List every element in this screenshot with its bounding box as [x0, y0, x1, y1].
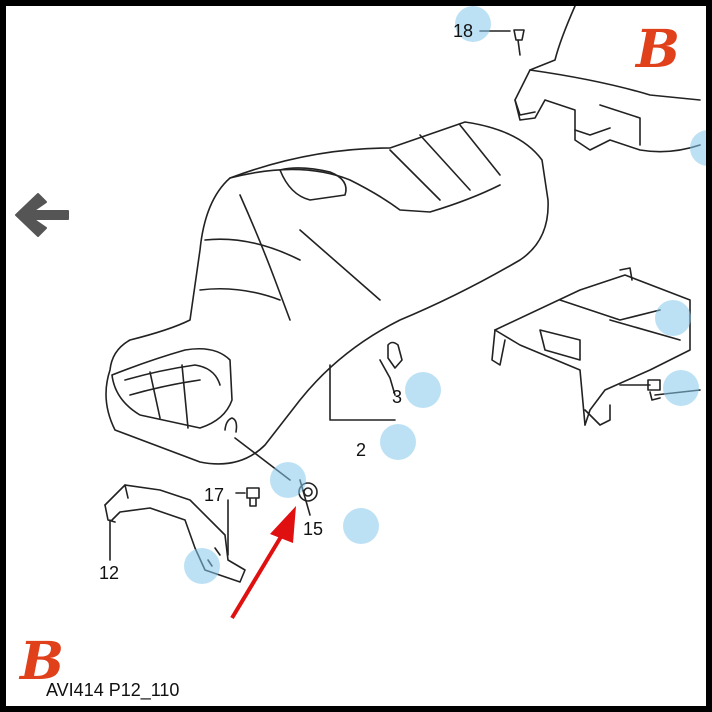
upper-bracket-drawing [513, 6, 701, 153]
hotspot-18[interactable] [455, 6, 491, 42]
hotspot-upper-right[interactable] [690, 130, 706, 166]
callout-12: 12 [99, 563, 120, 583]
red-arrow-icon [230, 506, 296, 620]
bolt-right-drawing [647, 379, 661, 391]
arrow-left-icon [15, 193, 69, 237]
callout-15: 15 [303, 519, 324, 539]
hotspot-15[interactable] [343, 508, 379, 544]
brand-logo-bottom: B [20, 631, 64, 692]
parts-diagram-drawing [104, 6, 701, 620]
callout-2: 2 [356, 440, 367, 460]
diagram-reference-code: AVI414 P12_110 [46, 680, 180, 700]
hotspot-17[interactable] [270, 462, 306, 498]
callout-3: 3 [392, 387, 403, 407]
hotspot-right-bolt[interactable] [663, 370, 699, 406]
leader-lines [109, 30, 651, 561]
bolt-part-drawing [246, 487, 260, 507]
hotspot-right-bracket[interactable] [655, 300, 691, 336]
clip-part-drawing [387, 341, 403, 369]
hotspot-12[interactable] [184, 548, 220, 584]
back-button[interactable] [8, 182, 74, 248]
brand-logo-top: B [636, 19, 680, 80]
callout-17: 17 [204, 485, 225, 505]
hotspot-3[interactable] [405, 372, 441, 408]
callout-18: 18 [453, 21, 474, 41]
hotspot-2[interactable] [380, 424, 416, 460]
diagram-canvas: 18 3 2 17 15 12 B B AVI414 P12_110 [6, 6, 706, 706]
console-body-drawing [105, 121, 549, 465]
